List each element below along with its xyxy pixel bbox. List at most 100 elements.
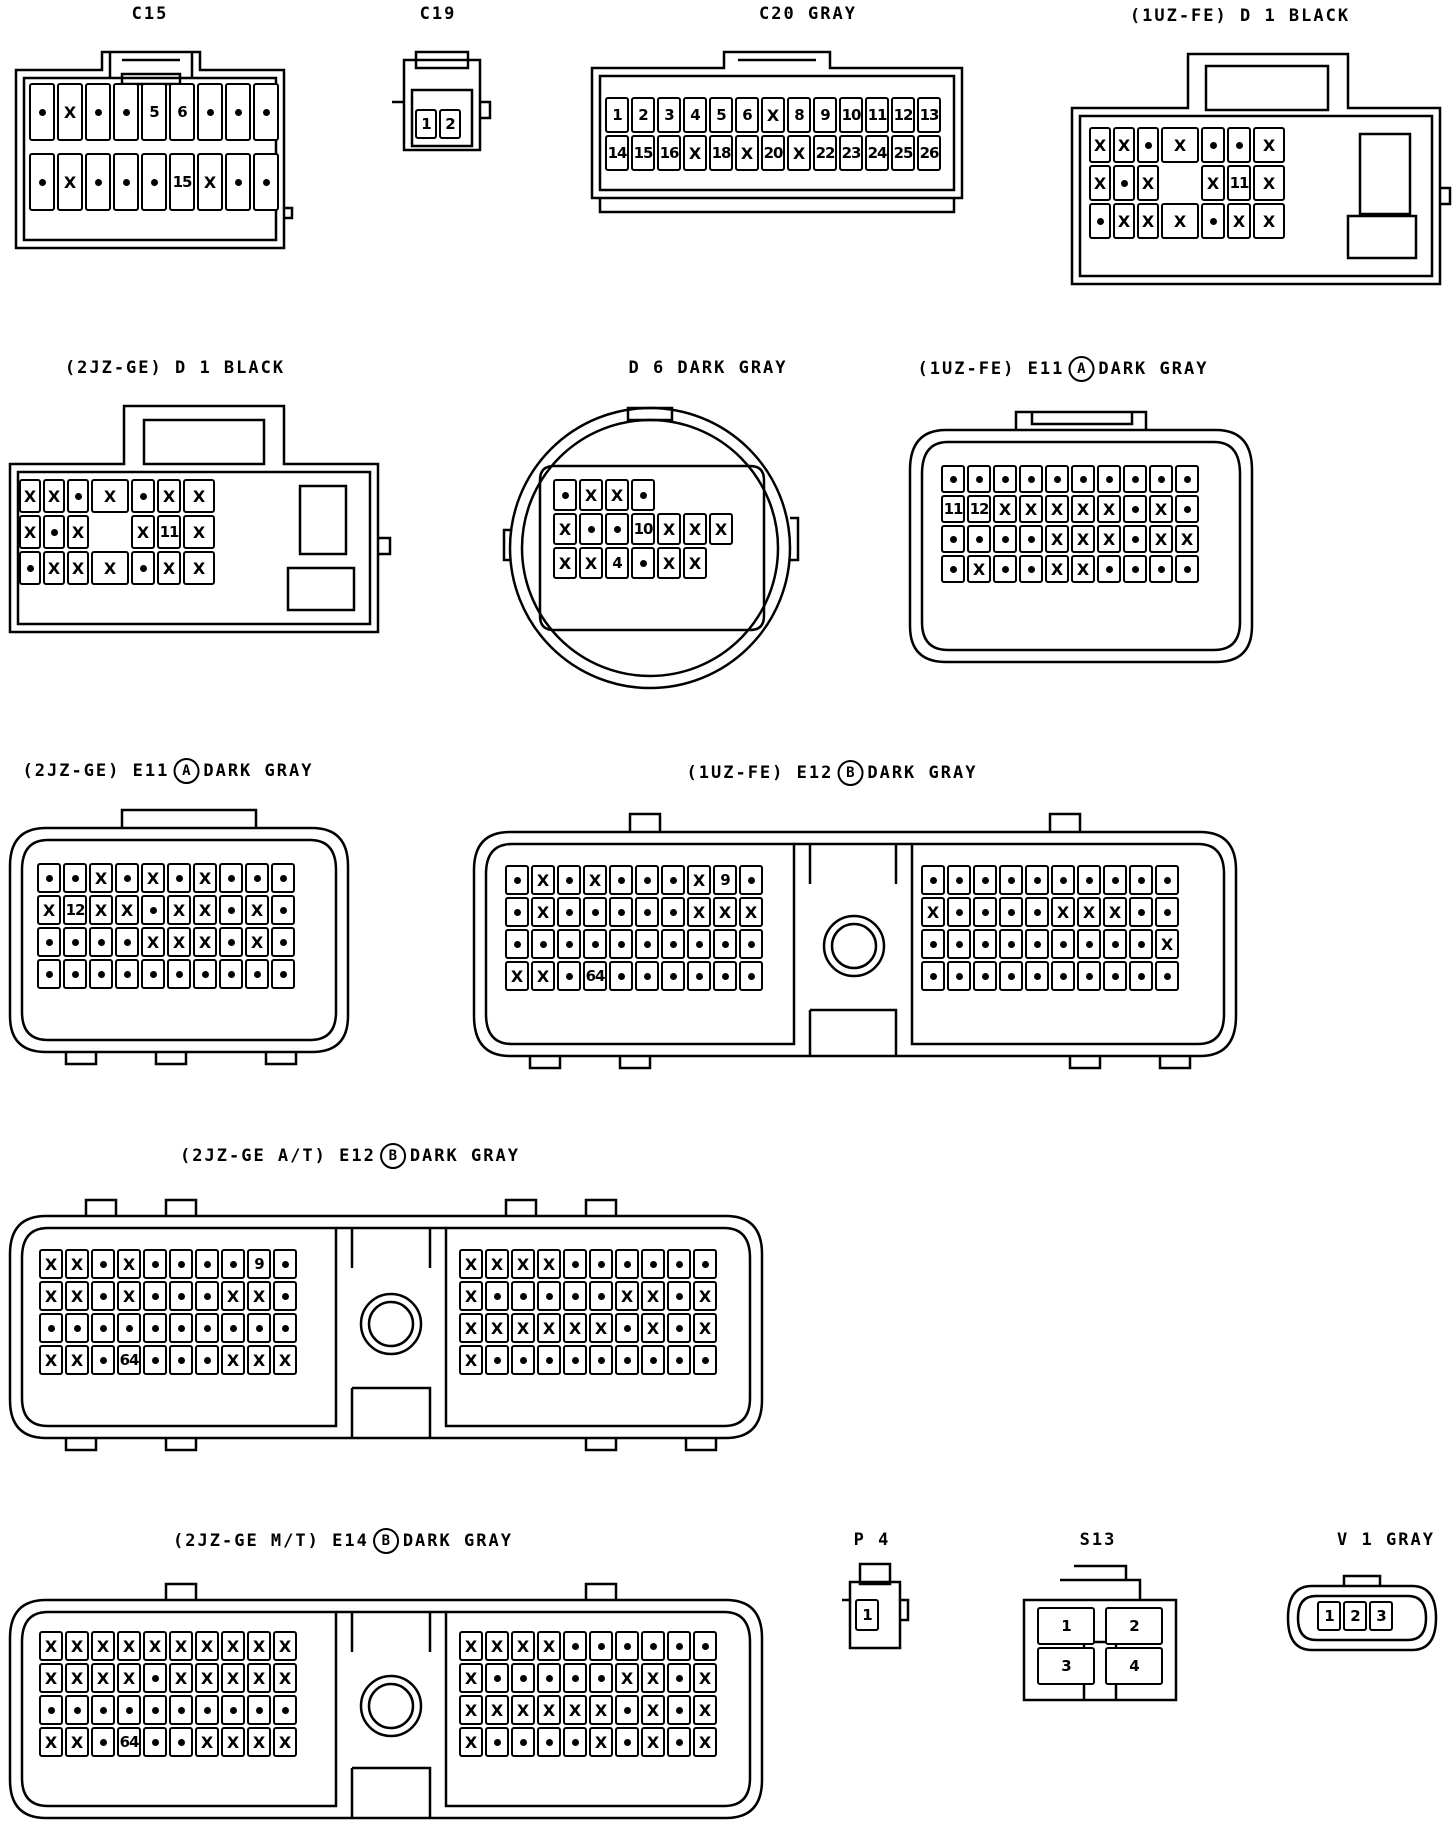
- e11-1uz-pin: [1019, 525, 1043, 553]
- e14-r-pin: [693, 1631, 717, 1661]
- c15-pin: [85, 153, 111, 211]
- d1-1uz-pin: X: [1227, 203, 1251, 239]
- e14-r-pin: X: [589, 1695, 613, 1725]
- e14-r-pin: [667, 1631, 691, 1661]
- d1-1uz-pin: X: [1137, 165, 1159, 201]
- d6-pin: X: [605, 479, 629, 511]
- e12-1uz-r-pin: [1103, 929, 1127, 959]
- e14-r-pin: [667, 1663, 691, 1693]
- e14-l-pin: X: [273, 1631, 297, 1661]
- e14-r-pin: [641, 1631, 665, 1661]
- e11-2jz-pin: [63, 927, 87, 957]
- e11-2jz-pin: [141, 895, 165, 925]
- e11-2jz-pin: X: [89, 863, 113, 893]
- e12-2jz-r-pin: [615, 1249, 639, 1279]
- e14-l-pin: X: [169, 1631, 193, 1661]
- e12-1uz-r-pin: [1077, 961, 1101, 991]
- e12-1uz-r-pin: [1077, 865, 1101, 895]
- e12-1uz-l-pin: [661, 865, 685, 895]
- e12-1uz-l-pin: X: [583, 865, 607, 895]
- e12-1uz-l-pin: [609, 929, 633, 959]
- e14-l-pin: X: [221, 1631, 245, 1661]
- e12-1uz-l-pin: [635, 897, 659, 927]
- p4-pin-grid: 1: [854, 1598, 880, 1632]
- c20-pin: 26: [917, 135, 941, 171]
- e12-2jz-r-pin: [537, 1281, 561, 1311]
- e12-2jz-r-pin: [511, 1281, 535, 1311]
- e11-2jz-pin: [37, 927, 61, 957]
- d1-2jz-pin: X: [131, 515, 155, 549]
- e12-2jz-l-pin: [195, 1345, 219, 1375]
- e14-l-pin: [39, 1695, 63, 1725]
- e11-1uz-pin: [941, 555, 965, 583]
- e14-l-pin: X: [195, 1727, 219, 1757]
- c15-pin: X: [57, 153, 83, 211]
- e12-2jz-l-pin: [169, 1281, 193, 1311]
- e12-1uz-r-pin: [1025, 961, 1049, 991]
- e11-1uz-pin: X: [1045, 495, 1069, 523]
- e14-r-pin: [615, 1631, 639, 1661]
- d6-pin: [631, 479, 655, 511]
- e11-1uz-pin: [941, 465, 965, 493]
- c20-pin: 16: [657, 135, 681, 171]
- d6-housing: [502, 406, 800, 690]
- e12-2jz-r-pin: X: [563, 1313, 587, 1343]
- e11-1uz-pin: [1019, 465, 1043, 493]
- e14-l-pin: X: [65, 1727, 89, 1757]
- e12-1uz-l-pin: X: [531, 897, 555, 927]
- e12-2jz-r-pin: X: [459, 1249, 483, 1279]
- e12-2jz-r-pin: [693, 1345, 717, 1375]
- e14-r-pin: [615, 1695, 639, 1725]
- e14-l-pin: X: [221, 1663, 245, 1693]
- e12-1uz-l-pin: [739, 929, 763, 959]
- d1-1uz-pin: X: [1161, 127, 1199, 163]
- e11-1uz-pin: [967, 525, 991, 553]
- e12-2jz-r-pin: X: [459, 1281, 483, 1311]
- e11-2jz-pin: X: [245, 927, 269, 957]
- e11-1uz-pin: X: [1097, 495, 1121, 523]
- e12-1uz-l-pin: [609, 961, 633, 991]
- d1-1uz-pin: X: [1137, 203, 1159, 239]
- c15-housing: [14, 50, 294, 250]
- e14-l-pin: X: [39, 1663, 63, 1693]
- e12-2jz-r-pin: X: [693, 1281, 717, 1311]
- e12-2jz-l-pin: [273, 1313, 297, 1343]
- d1-1uz-pin: [1161, 165, 1199, 201]
- e11-1uz-pin: [993, 555, 1017, 583]
- e14-l-pin: X: [91, 1663, 115, 1693]
- d1-1uz-pin: X: [1253, 165, 1285, 201]
- e12-1uz-r-pin: [1155, 897, 1179, 927]
- e12-1uz-r-pin: [1025, 865, 1049, 895]
- e11-2jz-pin: X: [141, 863, 165, 893]
- c20-pin: 2: [631, 97, 655, 133]
- e11-1uz-pin: [1123, 495, 1147, 523]
- d1-2jz-pin: X: [43, 479, 65, 513]
- e11-1uz-pin: [1123, 525, 1147, 553]
- e14-l-pin: X: [221, 1727, 245, 1757]
- e11-1uz-pin: [1019, 555, 1043, 583]
- e14-r-pin: [537, 1727, 561, 1757]
- e14-l-pin: X: [247, 1631, 271, 1661]
- e12-2jz-l-pin: [65, 1313, 89, 1343]
- e12-2jz-r-pin: X: [589, 1313, 613, 1343]
- e14-r-pin: X: [459, 1631, 483, 1661]
- e12-2jz-circle-label: B: [379, 1143, 406, 1169]
- e14-l-pin: [117, 1695, 141, 1725]
- e11-1uz-circle-label: A: [1068, 356, 1095, 382]
- e14-r-pin: X: [589, 1727, 613, 1757]
- e12-1uz-r-pin: [1129, 929, 1153, 959]
- c20-pin: X: [735, 135, 759, 171]
- e11-2jz-pin: [219, 863, 243, 893]
- e11-2jz-pin: X: [167, 895, 191, 925]
- c20-pin: 8: [787, 97, 811, 133]
- e14-l-pin: X: [117, 1663, 141, 1693]
- e12-2jz-l-pin: [143, 1249, 167, 1279]
- e14-r-pin: X: [693, 1663, 717, 1693]
- e12-1uz-l-pin: [661, 897, 685, 927]
